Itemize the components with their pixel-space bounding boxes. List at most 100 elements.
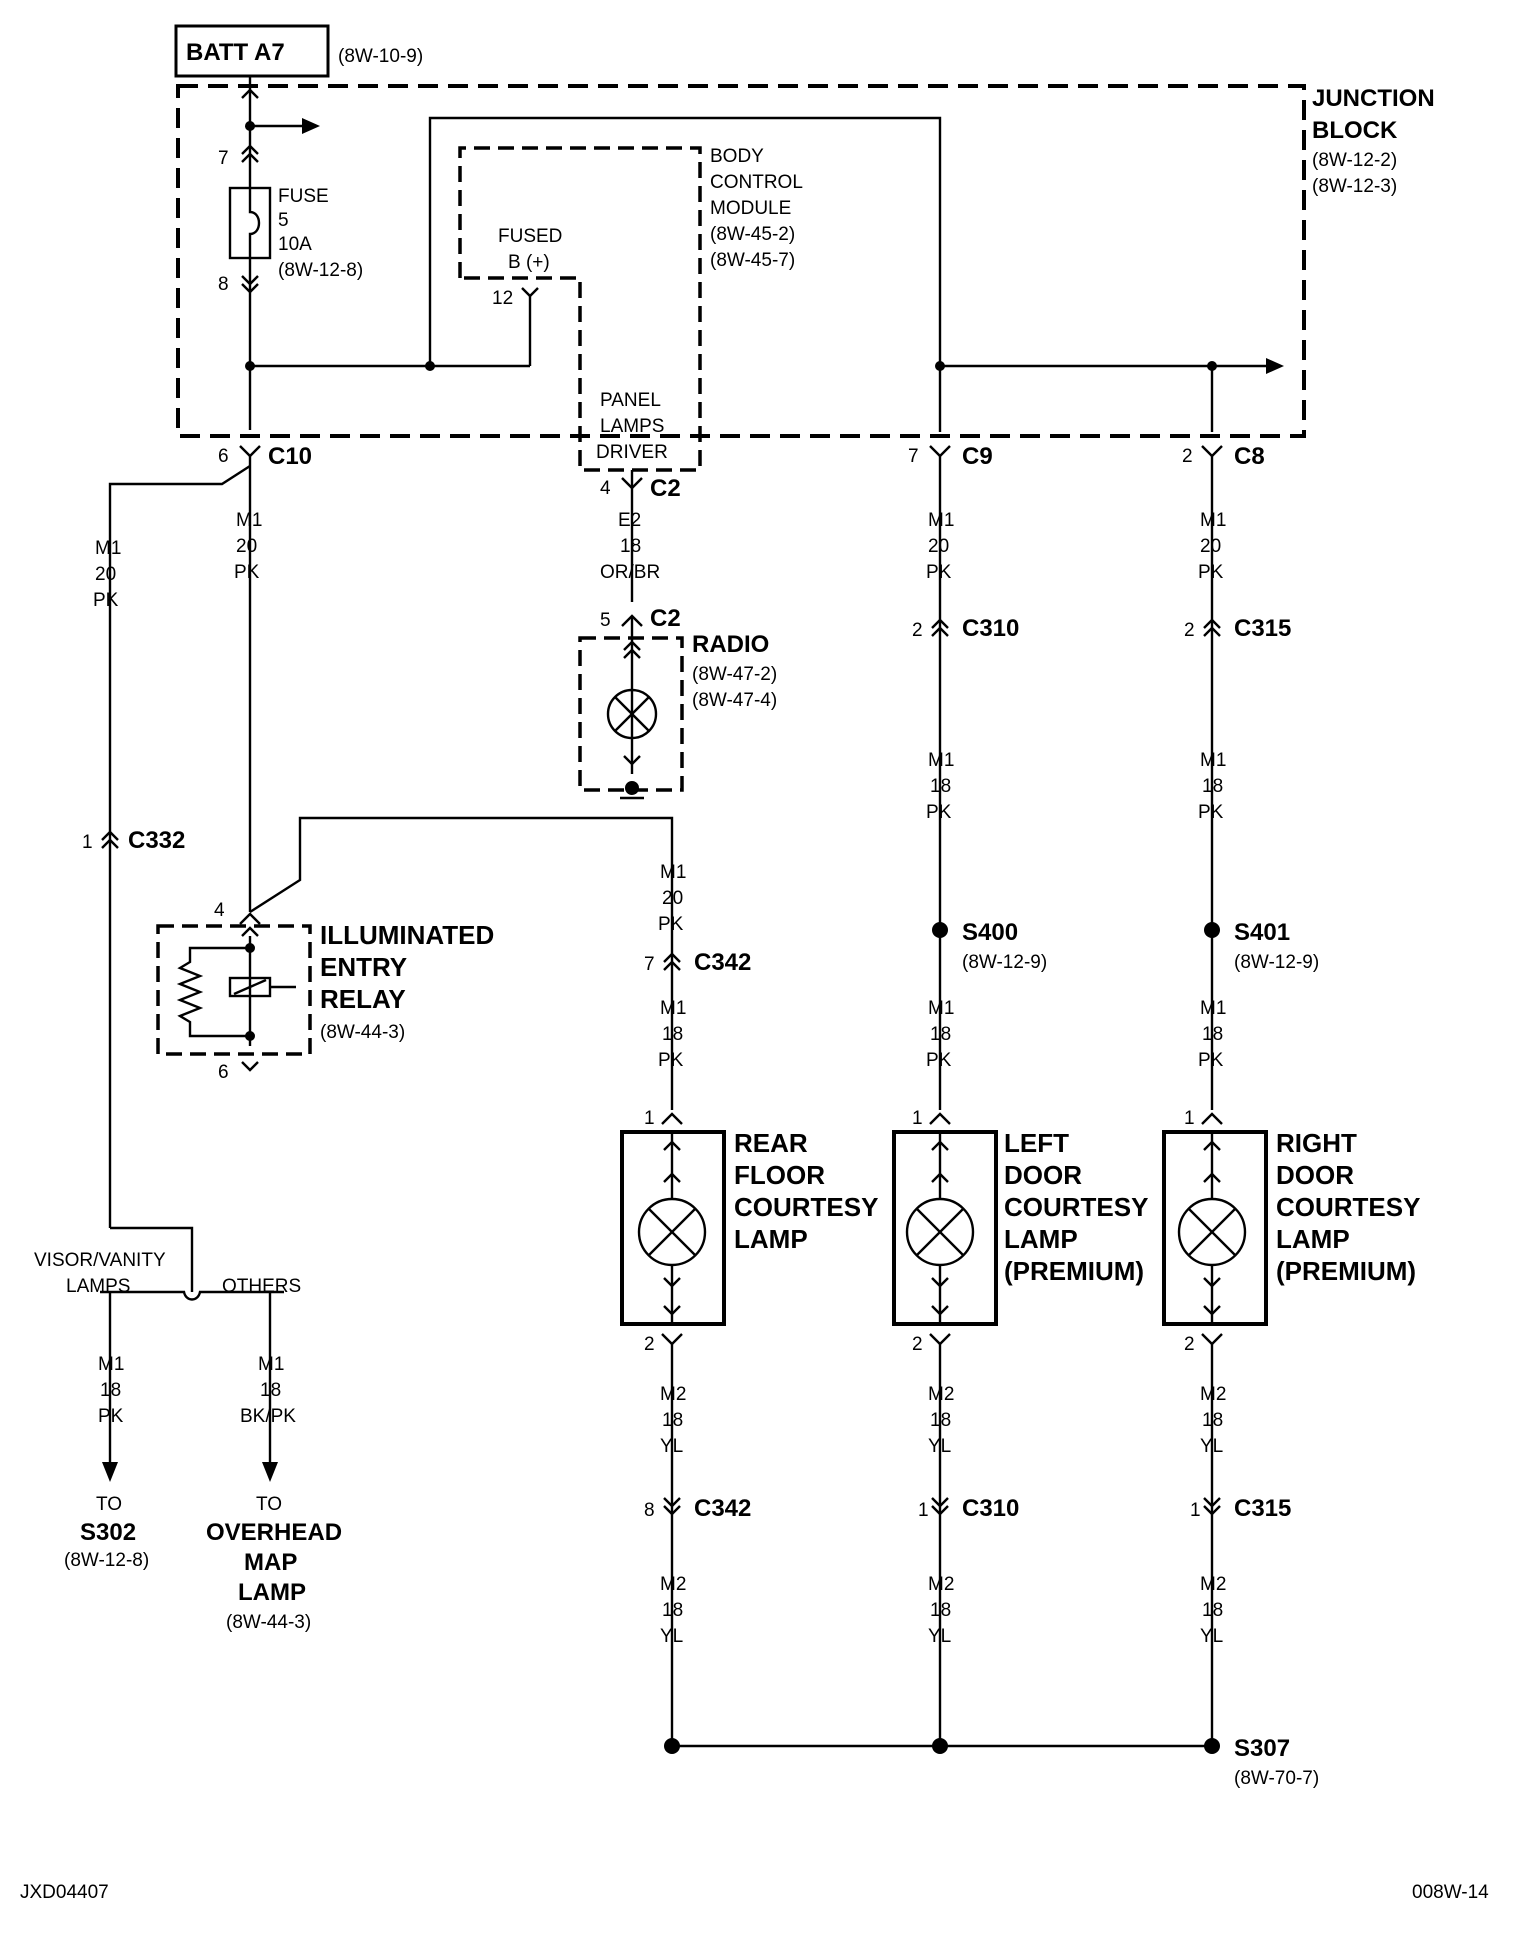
svg-text:COURTESY: COURTESY xyxy=(1276,1192,1420,1222)
footer-left-code: JXD04407 xyxy=(20,1882,109,1903)
s400-ref: (8W-12-9) xyxy=(962,952,1047,973)
branch-visor-label2: LAMPS xyxy=(66,1276,130,1297)
wire-gauge: 20 xyxy=(95,564,116,585)
wire-gauge: 18 xyxy=(930,1410,951,1431)
c8-label: C8 xyxy=(1234,443,1265,470)
s401-label: S401 xyxy=(1234,919,1290,946)
wire-gauge: 18 xyxy=(620,536,641,557)
wire-color: YL xyxy=(928,1626,951,1647)
radio-outline xyxy=(578,636,684,792)
svg-text:DOOR: DOOR xyxy=(1276,1160,1354,1190)
wire-gauge: 18 xyxy=(930,1600,951,1621)
overhead-to: TO xyxy=(256,1494,282,1515)
fuse-number: 5 xyxy=(278,210,289,231)
overhead-label1: OVERHEAD xyxy=(206,1519,342,1546)
wire-gauge: 20 xyxy=(662,888,683,909)
wire-color: PK xyxy=(926,802,952,823)
branch-others-label: OTHERS xyxy=(222,1276,301,1297)
wire-gauge: 20 xyxy=(928,536,949,557)
c310-bot-pin: 1 xyxy=(918,1500,929,1521)
c9-pin: 7 xyxy=(908,446,919,467)
wire-gauge: 20 xyxy=(236,536,257,557)
wire-color: PK xyxy=(1198,802,1224,823)
svg-text:2: 2 xyxy=(912,1334,923,1355)
fuse-pin-in: 7 xyxy=(218,148,229,169)
junction-block-outline xyxy=(176,84,1306,438)
c310-top-pin: 2 xyxy=(912,620,923,641)
c2-top-label: C2 xyxy=(650,475,681,502)
bcm-fused-label: FUSED xyxy=(498,226,562,247)
relay-label2: ENTRY xyxy=(320,952,407,982)
wire-code: M1 xyxy=(1200,998,1226,1019)
radio-label: RADIO xyxy=(692,631,769,658)
c10-pin: 6 xyxy=(218,446,229,467)
radio-ref1: (8W-47-2) xyxy=(692,664,777,685)
s307-label: S307 xyxy=(1234,1735,1290,1762)
bcm-label2: CONTROL xyxy=(710,172,803,193)
svg-text:LAMP: LAMP xyxy=(734,1224,808,1254)
wire-gauge: 18 xyxy=(1202,1600,1223,1621)
c332-label: C332 xyxy=(128,827,185,854)
wire-code: M1 xyxy=(236,510,262,531)
wire-code: M2 xyxy=(928,1574,954,1595)
junction-block-ref2: (8W-12-3) xyxy=(1312,176,1397,197)
radio-lamp-icon xyxy=(606,688,658,740)
s302-ref: (8W-12-8) xyxy=(64,1550,149,1571)
wire-color: PK xyxy=(98,1406,124,1427)
wire-gauge: 18 xyxy=(930,776,951,797)
wire-gauge: 18 xyxy=(662,1600,683,1621)
bcm-ref1: (8W-45-2) xyxy=(710,224,795,245)
fuse-pin-out: 8 xyxy=(218,274,229,295)
bcm-label3: MODULE xyxy=(710,198,791,219)
junction-block-title1: JUNCTION xyxy=(1312,85,1435,112)
bcm-ref2: (8W-45-7) xyxy=(710,250,795,271)
c310-bot-label: C310 xyxy=(962,1495,1019,1522)
svg-text:(PREMIUM): (PREMIUM) xyxy=(1004,1256,1144,1286)
bcm-label1: BODY xyxy=(710,146,764,167)
arrow-right-icon xyxy=(1266,358,1284,374)
bcm-driver-label3: DRIVER xyxy=(596,442,668,463)
wire-color: OR/BR xyxy=(600,562,660,583)
bcm-fused-pin: 12 xyxy=(492,288,513,309)
s302-to: TO xyxy=(96,1494,122,1515)
wire-color: PK xyxy=(926,1050,952,1071)
wire-code: M2 xyxy=(660,1574,686,1595)
wire-color: PK xyxy=(93,590,119,611)
wire-color: PK xyxy=(234,562,260,583)
svg-text:COURTESY: COURTESY xyxy=(1004,1192,1148,1222)
c2-top-pin: 4 xyxy=(600,478,611,499)
c10-label: C10 xyxy=(268,443,312,470)
c310-top-label: C310 xyxy=(962,615,1019,642)
c2-radio-pin: 5 xyxy=(600,610,611,631)
wire-gauge: 18 xyxy=(1202,1410,1223,1431)
svg-text:COURTESY: COURTESY xyxy=(734,1192,878,1222)
wire-gauge: 18 xyxy=(260,1380,281,1401)
relay-label1: ILLUMINATED xyxy=(320,920,494,950)
c8-pin: 2 xyxy=(1182,446,1193,467)
fuse-icon xyxy=(248,188,261,258)
wire-color: PK xyxy=(1198,562,1224,583)
wire-gauge: 18 xyxy=(1202,776,1223,797)
junction-block-title2: BLOCK xyxy=(1312,117,1398,144)
wire-code: M1 xyxy=(928,750,954,771)
c9-label: C9 xyxy=(962,443,993,470)
c315-top-pin: 2 xyxy=(1184,620,1195,641)
wire-color: BK/PK xyxy=(240,1406,296,1427)
relay-pin-out: 6 xyxy=(218,1062,229,1083)
wire-color: YL xyxy=(660,1626,683,1647)
wire-code: M1 xyxy=(258,1354,284,1375)
wire-color: YL xyxy=(928,1436,951,1457)
bcm-fused-b-label: B (+) xyxy=(508,252,550,273)
wire-code: M1 xyxy=(1200,510,1226,531)
fuse-label: FUSE xyxy=(278,186,329,207)
fuse-rating: 10A xyxy=(278,234,312,255)
wire-code: M1 xyxy=(928,998,954,1019)
svg-text:RIGHT: RIGHT xyxy=(1276,1128,1357,1158)
c315-bot-label: C315 xyxy=(1234,1495,1291,1522)
svg-text:FLOOR: FLOOR xyxy=(734,1160,825,1190)
wire-color: PK xyxy=(658,1050,684,1071)
wire-gauge: 18 xyxy=(930,1024,951,1045)
wire-gauge: 18 xyxy=(100,1380,121,1401)
svg-text:1: 1 xyxy=(1184,1108,1195,1129)
splice-s307-dot xyxy=(1204,1738,1220,1754)
